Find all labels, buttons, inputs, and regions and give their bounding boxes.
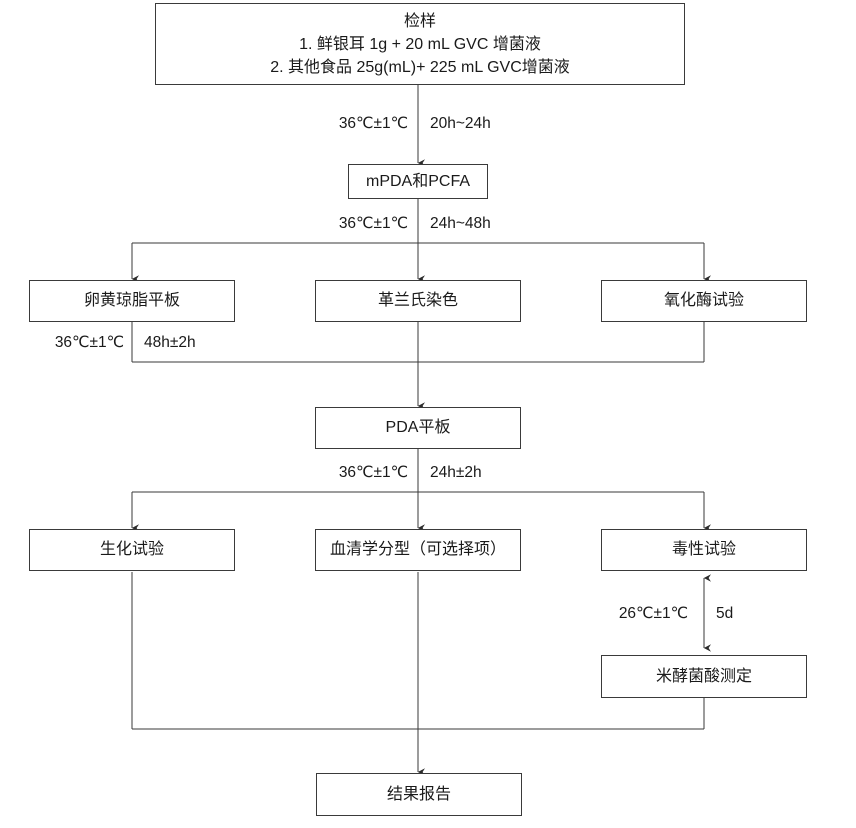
node-egg-yolk-agar: 卵黄琼脂平板 (29, 280, 235, 322)
edge-label-pda-to-branch-duration: 24h±2h (430, 464, 482, 481)
node-oxidase-test: 氧化酶试验 (601, 280, 807, 322)
node-bongkrekic-acid: 米酵菌酸测定 (601, 655, 807, 698)
node-sample: 检样 1. 鲜银耳 1g + 20 mL GVC 增菌液 2. 其他食品 25g… (155, 3, 685, 85)
edge-label-toxicity-bongkrekic-duration: 5d (716, 605, 734, 622)
node-serotyping: 血清学分型（可选择项） (315, 529, 521, 571)
node-sample-line-3: 2. 其他食品 25g(mL)+ 225 mL GVC增菌液 (270, 59, 570, 77)
edge-label-eggyolk-merge-temp: 36℃±1℃ (54, 334, 124, 351)
node-mpda-pcfa: mPDA和PCFA (348, 164, 488, 199)
node-biochem-test: 生化试验 (29, 529, 235, 571)
node-toxicity-test: 毒性试验 (601, 529, 807, 571)
node-sample-line-2: 1. 鲜银耳 1g + 20 mL GVC 增菌液 (299, 36, 541, 54)
edge-label-toxicity-bongkrekic-temp: 26℃±1℃ (618, 605, 688, 622)
edge-label-mpda-to-branch-temp: 36℃±1℃ (338, 215, 408, 232)
node-pda-plate: PDA平板 (315, 407, 521, 449)
node-gram-stain: 革兰氏染色 (315, 280, 521, 322)
edge-label-pda-to-branch-temp: 36℃±1℃ (338, 464, 408, 481)
edge-label-eggyolk-merge-duration: 48h±2h (144, 334, 196, 351)
edge-label-sample-to-mpda-duration: 20h~24h (430, 115, 491, 132)
node-sample-line-1: 检样 (403, 13, 436, 30)
edge-label-sample-to-mpda-temp: 36℃±1℃ (338, 115, 408, 132)
edge-label-mpda-to-branch-duration: 24h~48h (430, 215, 491, 232)
node-result-report: 结果报告 (316, 773, 522, 816)
